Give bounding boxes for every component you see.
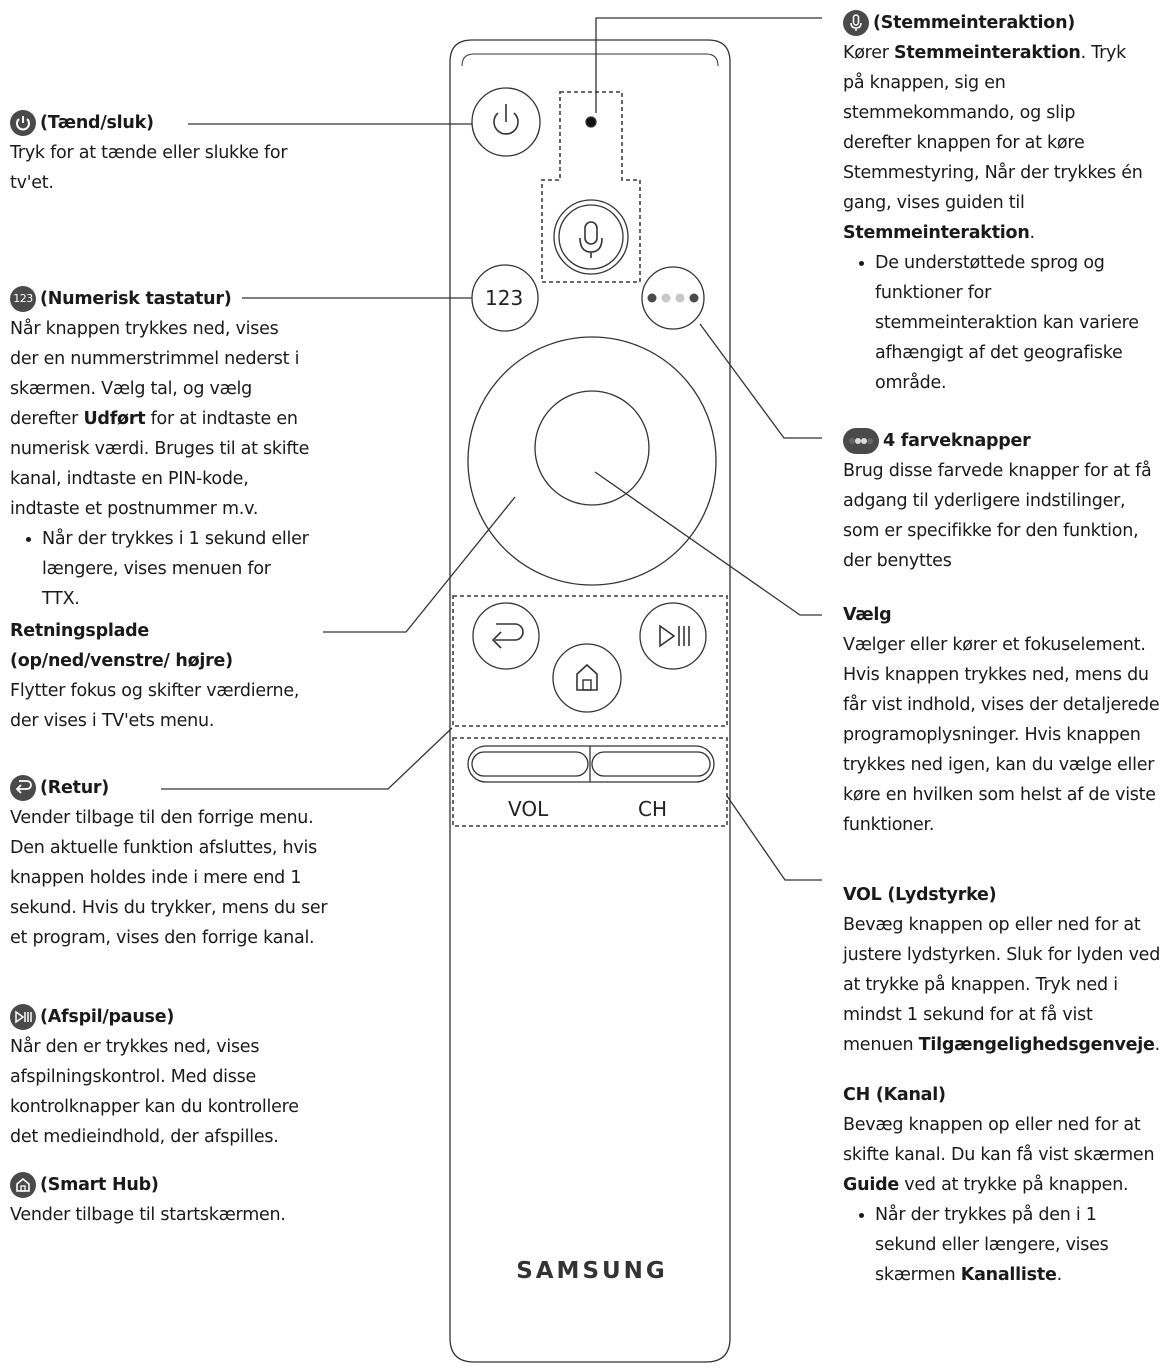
power-button [471,87,541,157]
callout-title: (Stemmeinteraktion) [873,13,1076,33]
color-button [641,266,705,330]
ch-label: CH [638,797,668,821]
home-button [552,643,622,713]
callout-body: Vender tilbage til den forrige menu. Den… [10,808,328,948]
callout-body: Brug disse farvede knapper for at få adg… [843,461,1152,571]
callout-direction: Retningsplade (op/ned/venstre/ højre) Fl… [10,616,310,736]
callout-bullet: Når der trykkes på den i 1 sekund eller … [875,1200,1161,1290]
callout-body: Vender tilbage til startskærmen. [10,1205,286,1225]
callout-body: Flytter fokus og skifter værdierne, der … [10,681,300,731]
select-button [534,390,650,506]
home-icon [10,1172,36,1198]
numeric-icon: 123 [10,286,36,312]
brand-logo: SAMSUNG [516,1258,668,1284]
callout-home: (Smart Hub) Vender tilbage til startskær… [10,1170,328,1230]
vol-ch-area-outline [452,737,728,827]
direction-pad [467,336,717,586]
numeric-button-label: 123 [485,286,524,310]
callout-numeric: 123 (Numerisk tastatur) Når knappen tryk… [10,284,310,614]
callout-title: (Smart Hub) [40,1175,159,1195]
play-pause-button [639,602,707,670]
callout-title: (Tænd/sluk) [40,113,154,133]
microphone-icon [843,10,869,36]
color-dots-icon [843,428,879,454]
callout-title: (Afspil/pause) [40,1007,175,1027]
callout-bullet: Når der trykkes i 1 sekund eller længere… [42,524,310,614]
callout-voice: (Stemmeinteraktion) Kører Stemmeinterakt… [843,8,1143,398]
return-button [472,602,540,670]
callout-ch: CH (Kanal) Bevæg knappen op eller ned fo… [843,1080,1161,1290]
callout-title: VOL (Lydstyrke) [843,885,997,905]
vol-label: VOL [508,797,549,821]
callout-title: CH (Kanal) [843,1085,946,1105]
callout-body: Tryk for at tænde eller slukke for tv'et… [10,143,288,193]
callout-select: Vælg Vælger eller kører et fokuselement.… [843,600,1161,840]
callout-title: (Numerisk tastatur) [40,289,232,309]
microphone-button [553,199,629,275]
callout-color: 4 farveknapper Brug disse farvede knappe… [843,426,1159,576]
mic-area-outline [541,91,641,283]
callout-title: 4 farveknapper [883,431,1031,451]
callout-play: (Afspil/pause) Når den er trykkes ned, v… [10,1002,328,1152]
return-icon [10,775,36,801]
remote-body [449,39,731,1363]
vol-ch-rocker [467,745,715,783]
callout-bullet: De understøttede sprog og funktioner for… [875,248,1143,398]
callout-body: Når den er trykkes ned, vises afspilning… [10,1037,299,1147]
callout-title: Vælg [843,605,892,625]
color-dots [647,293,699,303]
callout-power: (Tænd/sluk) Tryk for at tænde eller sluk… [10,108,310,198]
nav-area-outline [452,595,728,727]
callout-title: Retningsplade (op/ned/venstre/ højre) [10,621,233,671]
power-icon [10,110,36,136]
callout-body: Vælger eller kører et fokuselement. Hvis… [843,635,1160,835]
callout-title: (Retur) [40,778,110,798]
callout-return: (Retur) Vender tilbage til den forrige m… [10,773,328,953]
play-pause-icon [10,1004,36,1030]
callout-vol: VOL (Lydstyrke) Bevæg knappen op eller n… [843,880,1161,1060]
